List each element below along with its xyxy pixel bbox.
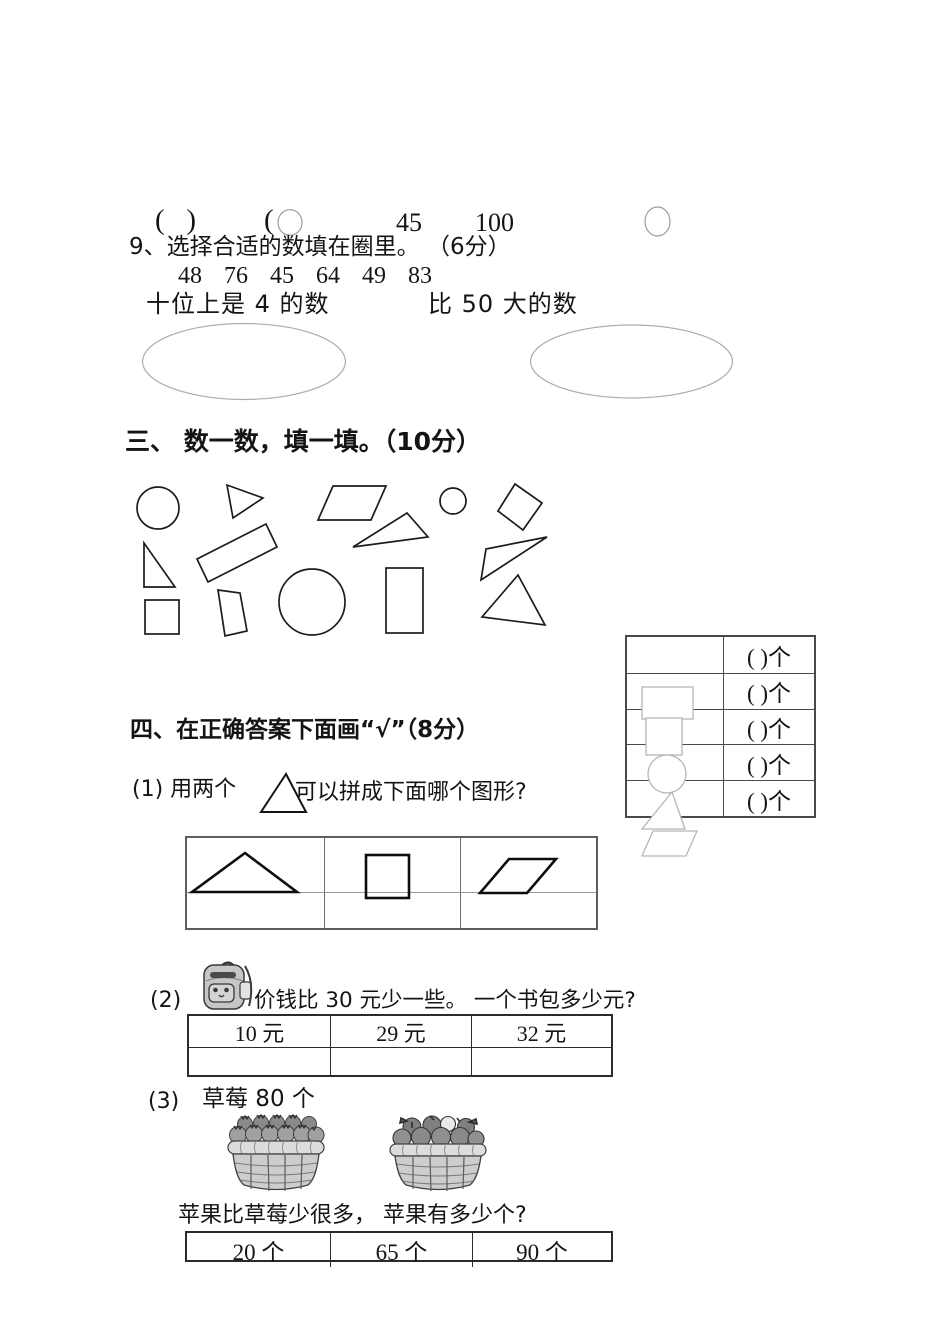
number-100: 100 <box>475 208 514 237</box>
answer-circle-small-right[interactable] <box>644 206 671 237</box>
bottom-triangle-shape <box>480 573 547 627</box>
small-circle-shape <box>439 487 467 515</box>
q3-question: 苹果比草莓少很多， 苹果有多少个? <box>178 1203 527 1228</box>
fruit-option-20[interactable]: 20 个 <box>232 1240 285 1265</box>
answer-ellipse-right[interactable] <box>529 324 734 399</box>
price-option-10[interactable]: 10 元 <box>234 1020 285 1046</box>
q2-number: (2) <box>150 988 182 1013</box>
shape-collection-figure <box>136 482 548 638</box>
small-parallelogram-shape <box>216 589 248 638</box>
count-shape-cell[interactable] <box>627 708 723 745</box>
rotated-square-shape <box>496 482 544 532</box>
q9-title: 9、选择合适的数填在圈里。 （6分） <box>129 234 511 260</box>
count-value-cell[interactable]: ( )个 <box>723 672 814 709</box>
count-shape-cell[interactable] <box>627 672 723 709</box>
sliver-triangle-shape <box>479 536 548 582</box>
schoolbag-icon <box>203 961 253 1010</box>
shape-count-table: ( )个 ( )个 ( )个 ( )个 ( )个 <box>625 635 816 818</box>
option-cell-square[interactable] <box>324 838 460 892</box>
right-triangle-shape <box>143 540 177 588</box>
option-cell-triangle[interactable] <box>187 838 324 892</box>
apple-basket-image <box>389 1115 487 1192</box>
rectangle-shape <box>385 567 424 634</box>
big-circle-shape <box>278 568 346 636</box>
answer-blank-parens[interactable]: ( ) <box>155 204 197 236</box>
compose-options-table <box>185 836 598 930</box>
count-value-cell[interactable]: ( )个 <box>723 637 814 673</box>
fruit-option-90[interactable]: 90 个 <box>472 1233 611 1267</box>
count-shape-cell[interactable] <box>627 637 723 673</box>
answer-circle-small-left[interactable] <box>277 209 303 236</box>
square-shape <box>144 599 180 635</box>
q3-number: (3) <box>148 1089 180 1114</box>
price-options-table: 10 元 29 元 32 元 <box>187 1014 613 1077</box>
circle-shape <box>136 486 180 530</box>
q9-label-tens-digit-4: 十位上是 4 的数 <box>146 290 330 318</box>
strawberry-basket-image <box>227 1113 325 1192</box>
answer-cell[interactable] <box>324 892 460 928</box>
answer-cell[interactable] <box>187 892 324 928</box>
count-value-cell[interactable]: ( )个 <box>723 708 814 745</box>
section4-heading: 四、在正确答案下面画“√”（8分） <box>130 717 480 743</box>
q1-text-suffix: 可以拼成下面哪个图形? <box>295 780 527 805</box>
parallelogram-shape <box>316 485 388 521</box>
count-shape-cell[interactable] <box>627 780 723 816</box>
unit-triangle-figure <box>259 772 308 813</box>
q1-text-prefix: (1) 用两个 <box>132 777 237 802</box>
q9-label-greater-than-50: 比 50 大的数 <box>428 290 578 318</box>
rotated-rectangle-shape <box>195 522 279 584</box>
price-option-32[interactable]: 32 元 <box>471 1016 611 1047</box>
option-cell-parallelogram[interactable] <box>460 838 596 892</box>
answer-ellipse-left[interactable] <box>141 322 347 401</box>
q3-intro: 草莓 80 个 <box>202 1086 315 1112</box>
count-shape-cell[interactable] <box>627 744 723 780</box>
price-option-29[interactable]: 29 元 <box>330 1016 471 1047</box>
count-value-cell[interactable]: ( )个 <box>723 744 814 781</box>
triangle-shape <box>225 483 265 520</box>
thin-triangle-shape <box>352 511 430 548</box>
answer-cell[interactable] <box>460 892 596 928</box>
q9-number-list: 48 76 45 64 49 83 <box>178 263 432 289</box>
fruit-option-65[interactable]: 65 个 <box>330 1233 472 1267</box>
count-value-cell[interactable]: ( )个 <box>723 780 814 816</box>
open-paren: ( <box>264 204 274 236</box>
q2-text: 价钱比 30 元少一些。 一个书包多少元? <box>254 988 636 1013</box>
number-45: 45 <box>396 208 422 237</box>
answer-cell[interactable] <box>471 1047 611 1075</box>
fruit-options-table: 20 个 65 个 90 个 <box>185 1231 613 1267</box>
answer-cell[interactable] <box>189 1047 330 1075</box>
section3-heading: 三、 数一数，填一填。（10分） <box>125 427 481 456</box>
ghost-parallelogram-icon <box>641 830 698 857</box>
answer-cell[interactable] <box>330 1047 471 1075</box>
